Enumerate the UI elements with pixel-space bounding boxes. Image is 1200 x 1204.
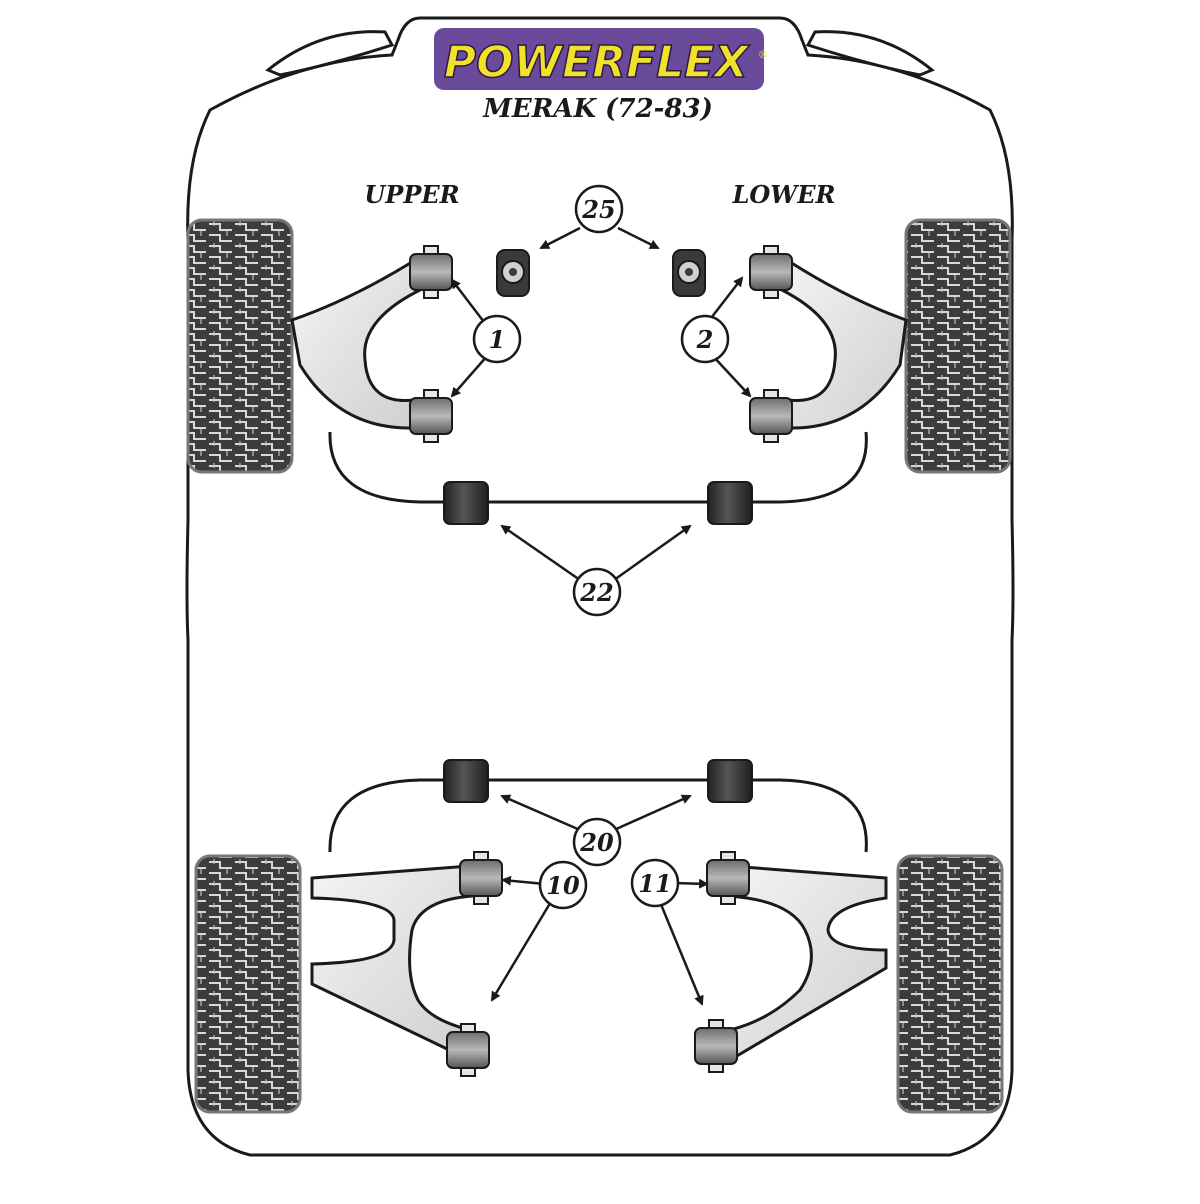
callout-22-label: 22 xyxy=(579,578,613,607)
leader-arrows xyxy=(450,226,752,1006)
callout-11-label: 11 xyxy=(638,869,671,898)
front-lower-wishbone xyxy=(780,259,908,430)
front-arb-bushing-right xyxy=(707,481,753,525)
callout-1: 1 xyxy=(472,314,522,364)
front-anti-roll-bar xyxy=(328,431,868,504)
rear-left-arm xyxy=(310,864,474,1063)
front-arb-bushing-left xyxy=(443,481,489,525)
rear-right-tyre xyxy=(896,854,1004,1114)
right-mirror xyxy=(805,30,935,77)
rear-arb-bushing-right xyxy=(707,759,753,803)
front-upper-wishbone xyxy=(290,259,422,430)
lower-label: LOWER xyxy=(732,180,836,209)
upper-label: UPPER xyxy=(364,180,459,209)
powerflex-logo: POWERFLEX ® xyxy=(434,28,768,90)
front-left-tyre xyxy=(186,218,294,474)
rear-right-top-bushing xyxy=(706,851,750,905)
mount-bushing-right xyxy=(672,249,706,297)
front-lower-top-bushing xyxy=(749,245,793,299)
rear-left-top-bushing xyxy=(459,851,503,905)
rear-arb-bushing-left xyxy=(443,759,489,803)
callout-2: 2 xyxy=(680,314,730,364)
front-upper-top-bushing xyxy=(409,245,453,299)
callout-25-label: 25 xyxy=(581,195,615,224)
rear-right-bottom-bushing xyxy=(694,1019,738,1073)
callout-1-label: 1 xyxy=(489,325,506,354)
callout-2-label: 2 xyxy=(696,325,714,354)
front-right-tyre xyxy=(904,218,1012,474)
rear-anti-roll-bar xyxy=(328,778,868,853)
front-lower-bottom-bushing xyxy=(749,389,793,443)
callout-11: 11 xyxy=(630,858,680,908)
rear-left-bottom-bushing xyxy=(446,1023,490,1077)
callout-10-label: 10 xyxy=(546,871,580,900)
callout-22: 22 xyxy=(572,567,622,617)
front-upper-bottom-bushing xyxy=(409,389,453,443)
logo-wordmark: POWERFLEX xyxy=(444,37,750,88)
callout-20: 20 xyxy=(572,817,622,867)
callout-20-label: 20 xyxy=(579,828,614,857)
mount-bushing-left xyxy=(496,249,530,297)
registered-mark: ® xyxy=(758,50,768,61)
vehicle-title: MERAK (72-83) xyxy=(482,94,713,124)
callout-10: 10 xyxy=(538,860,588,910)
callout-25: 25 xyxy=(574,184,624,234)
left-mirror xyxy=(265,30,395,77)
rear-left-tyre xyxy=(194,854,302,1114)
